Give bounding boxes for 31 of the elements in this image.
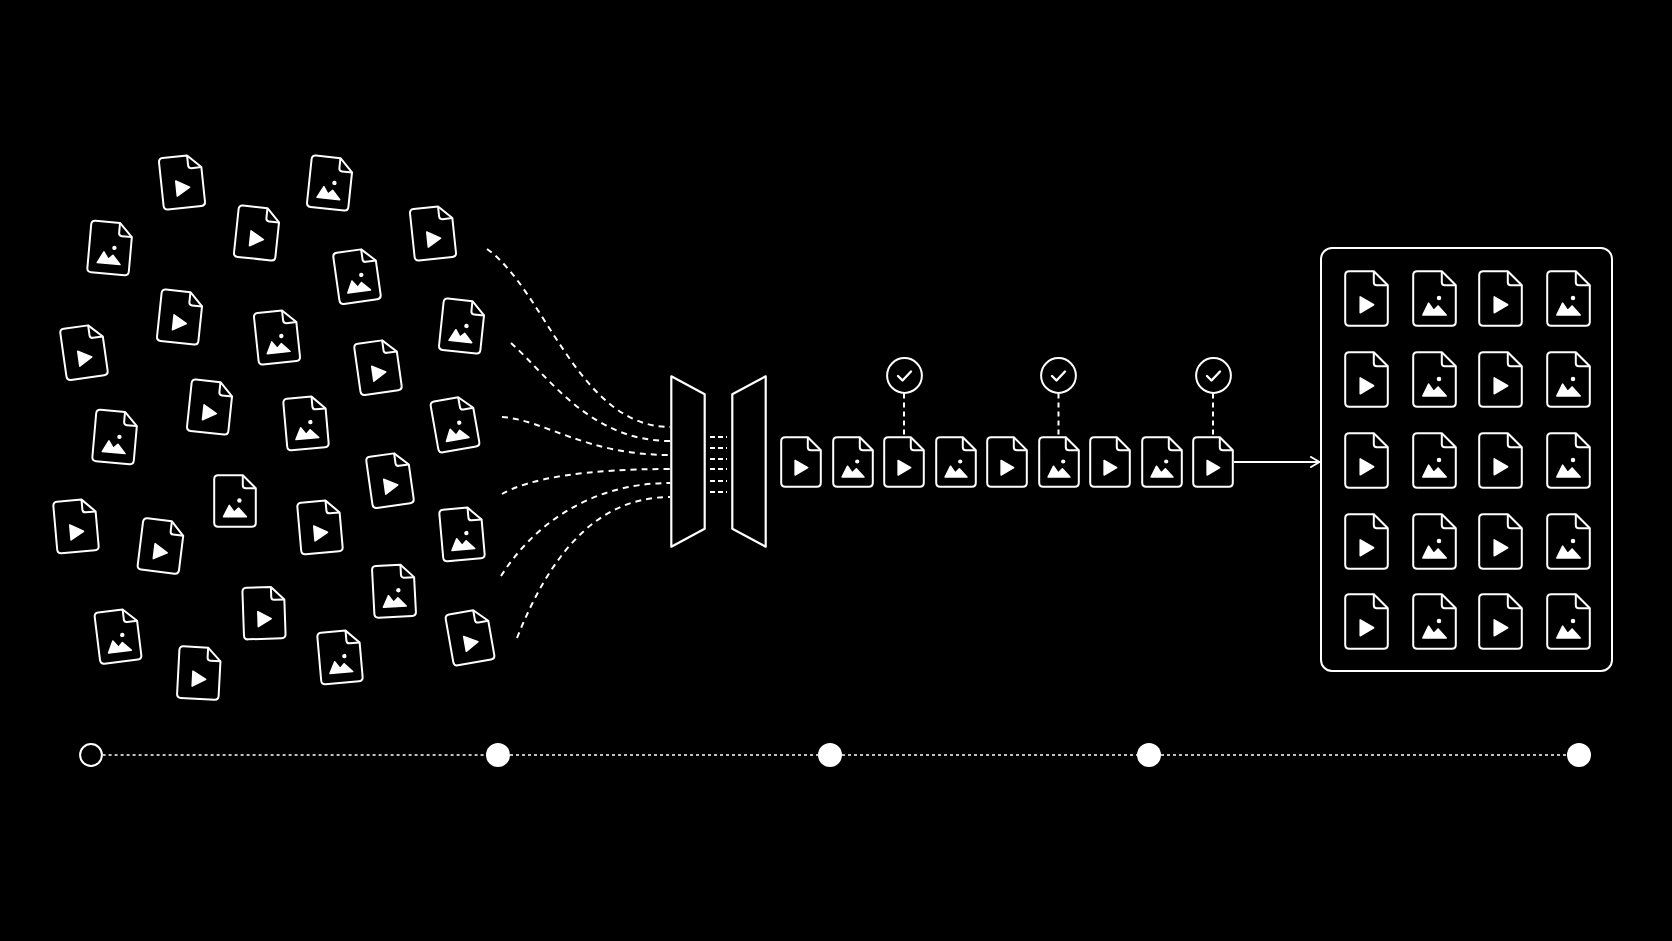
dashed-line	[101, 754, 487, 756]
dashed-line	[1160, 754, 1568, 756]
filter-gate	[670, 375, 767, 548]
dashed-curve	[500, 482, 671, 577]
dot-icon	[486, 743, 510, 767]
image-file-icon	[831, 436, 874, 488]
video-file-icon	[1192, 436, 1234, 488]
video-file-icon	[780, 436, 822, 488]
dashed-line	[903, 392, 905, 437]
dashed-curve	[501, 468, 671, 495]
dashed-curve	[510, 342, 671, 442]
dashed-curve	[501, 416, 671, 456]
dot-icon	[1567, 743, 1591, 767]
dashed-curve	[516, 496, 671, 639]
image-file-icon	[1140, 436, 1183, 488]
image-file-icon	[1037, 436, 1080, 488]
dashed-line	[509, 754, 819, 756]
dashed-line	[1212, 392, 1214, 437]
check-circle-icon	[1194, 356, 1232, 394]
dot-icon	[818, 743, 842, 767]
video-file-icon	[986, 436, 1028, 488]
image-file-icon	[934, 436, 977, 488]
check-circle-icon	[1040, 356, 1077, 394]
video-file-icon	[1089, 436, 1131, 488]
ring-icon	[78, 743, 103, 767]
dot-icon	[1137, 743, 1161, 767]
arrow	[1233, 456, 1321, 468]
dashed-line	[1057, 392, 1060, 437]
file-panel	[1320, 247, 1613, 672]
check-circle-icon	[885, 356, 923, 394]
video-file-icon	[883, 436, 925, 488]
